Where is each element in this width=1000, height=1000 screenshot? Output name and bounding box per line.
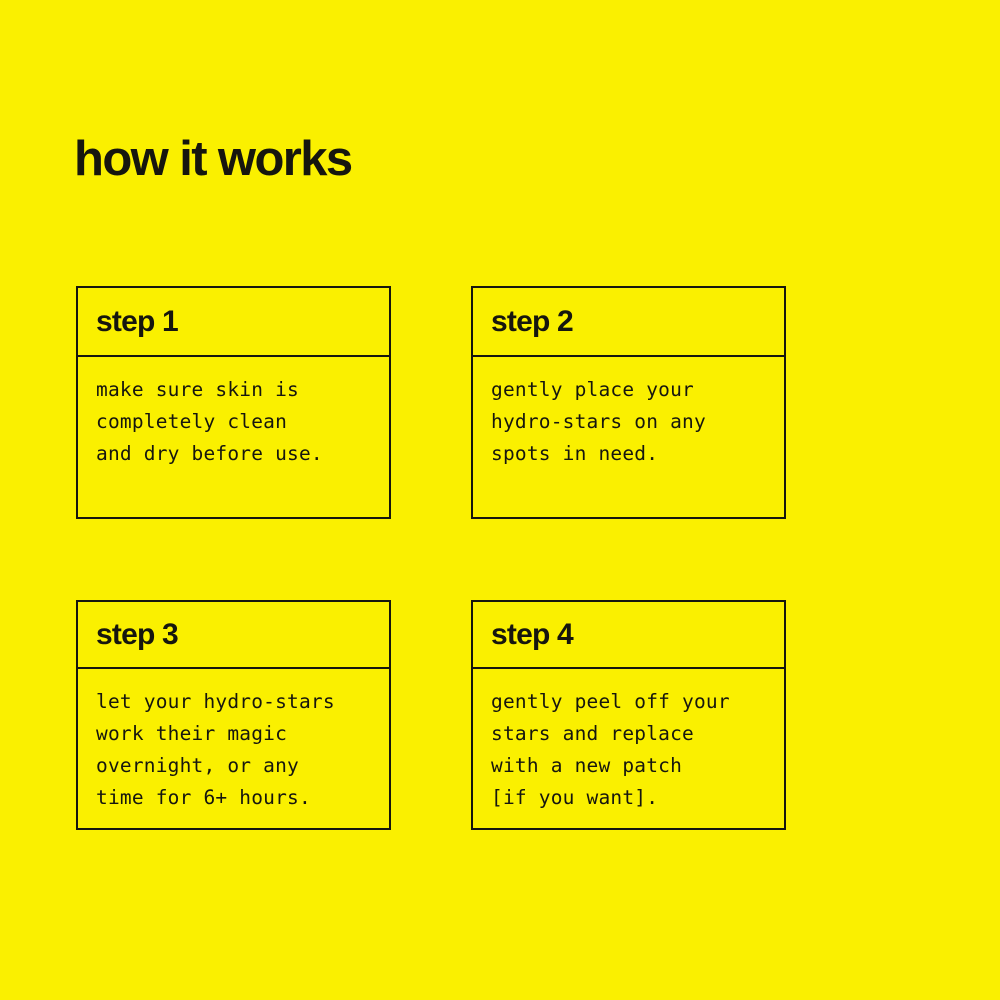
step-card-1-text: make sure skin is completely clean and d… <box>96 378 323 465</box>
step-card-2-label: step 2 <box>491 304 574 338</box>
step-card-1-label: step 1 <box>96 304 179 338</box>
step-card-4-label: step 4 <box>491 617 574 651</box>
step-card-4: step 4 gently peel off your stars and re… <box>471 600 786 830</box>
step-card-1-body: make sure skin is completely clean and d… <box>78 357 389 517</box>
step-card-3: step 3 let your hydro-stars work their m… <box>76 600 391 830</box>
step-card-4-header: step 4 <box>473 602 784 669</box>
step-card-1-header: step 1 <box>78 288 389 357</box>
step-card-4-text: gently peel off your stars and replace w… <box>491 690 730 809</box>
step-card-3-text: let your hydro-stars work their magic ov… <box>96 690 335 809</box>
step-card-2: step 2 gently place your hydro-stars on … <box>471 286 786 519</box>
step-card-3-body: let your hydro-stars work their magic ov… <box>78 669 389 828</box>
step-card-2-text: gently place your hydro-stars on any spo… <box>491 378 706 465</box>
step-card-2-header: step 2 <box>473 288 784 357</box>
steps-grid: step 1 make sure skin is completely clea… <box>76 286 786 830</box>
step-card-4-body: gently peel off your stars and replace w… <box>473 669 784 828</box>
step-card-1: step 1 make sure skin is completely clea… <box>76 286 391 519</box>
step-card-3-header: step 3 <box>78 602 389 669</box>
page-title: how it works <box>74 131 353 186</box>
step-card-2-body: gently place your hydro-stars on any spo… <box>473 357 784 517</box>
step-card-3-label: step 3 <box>96 617 179 651</box>
